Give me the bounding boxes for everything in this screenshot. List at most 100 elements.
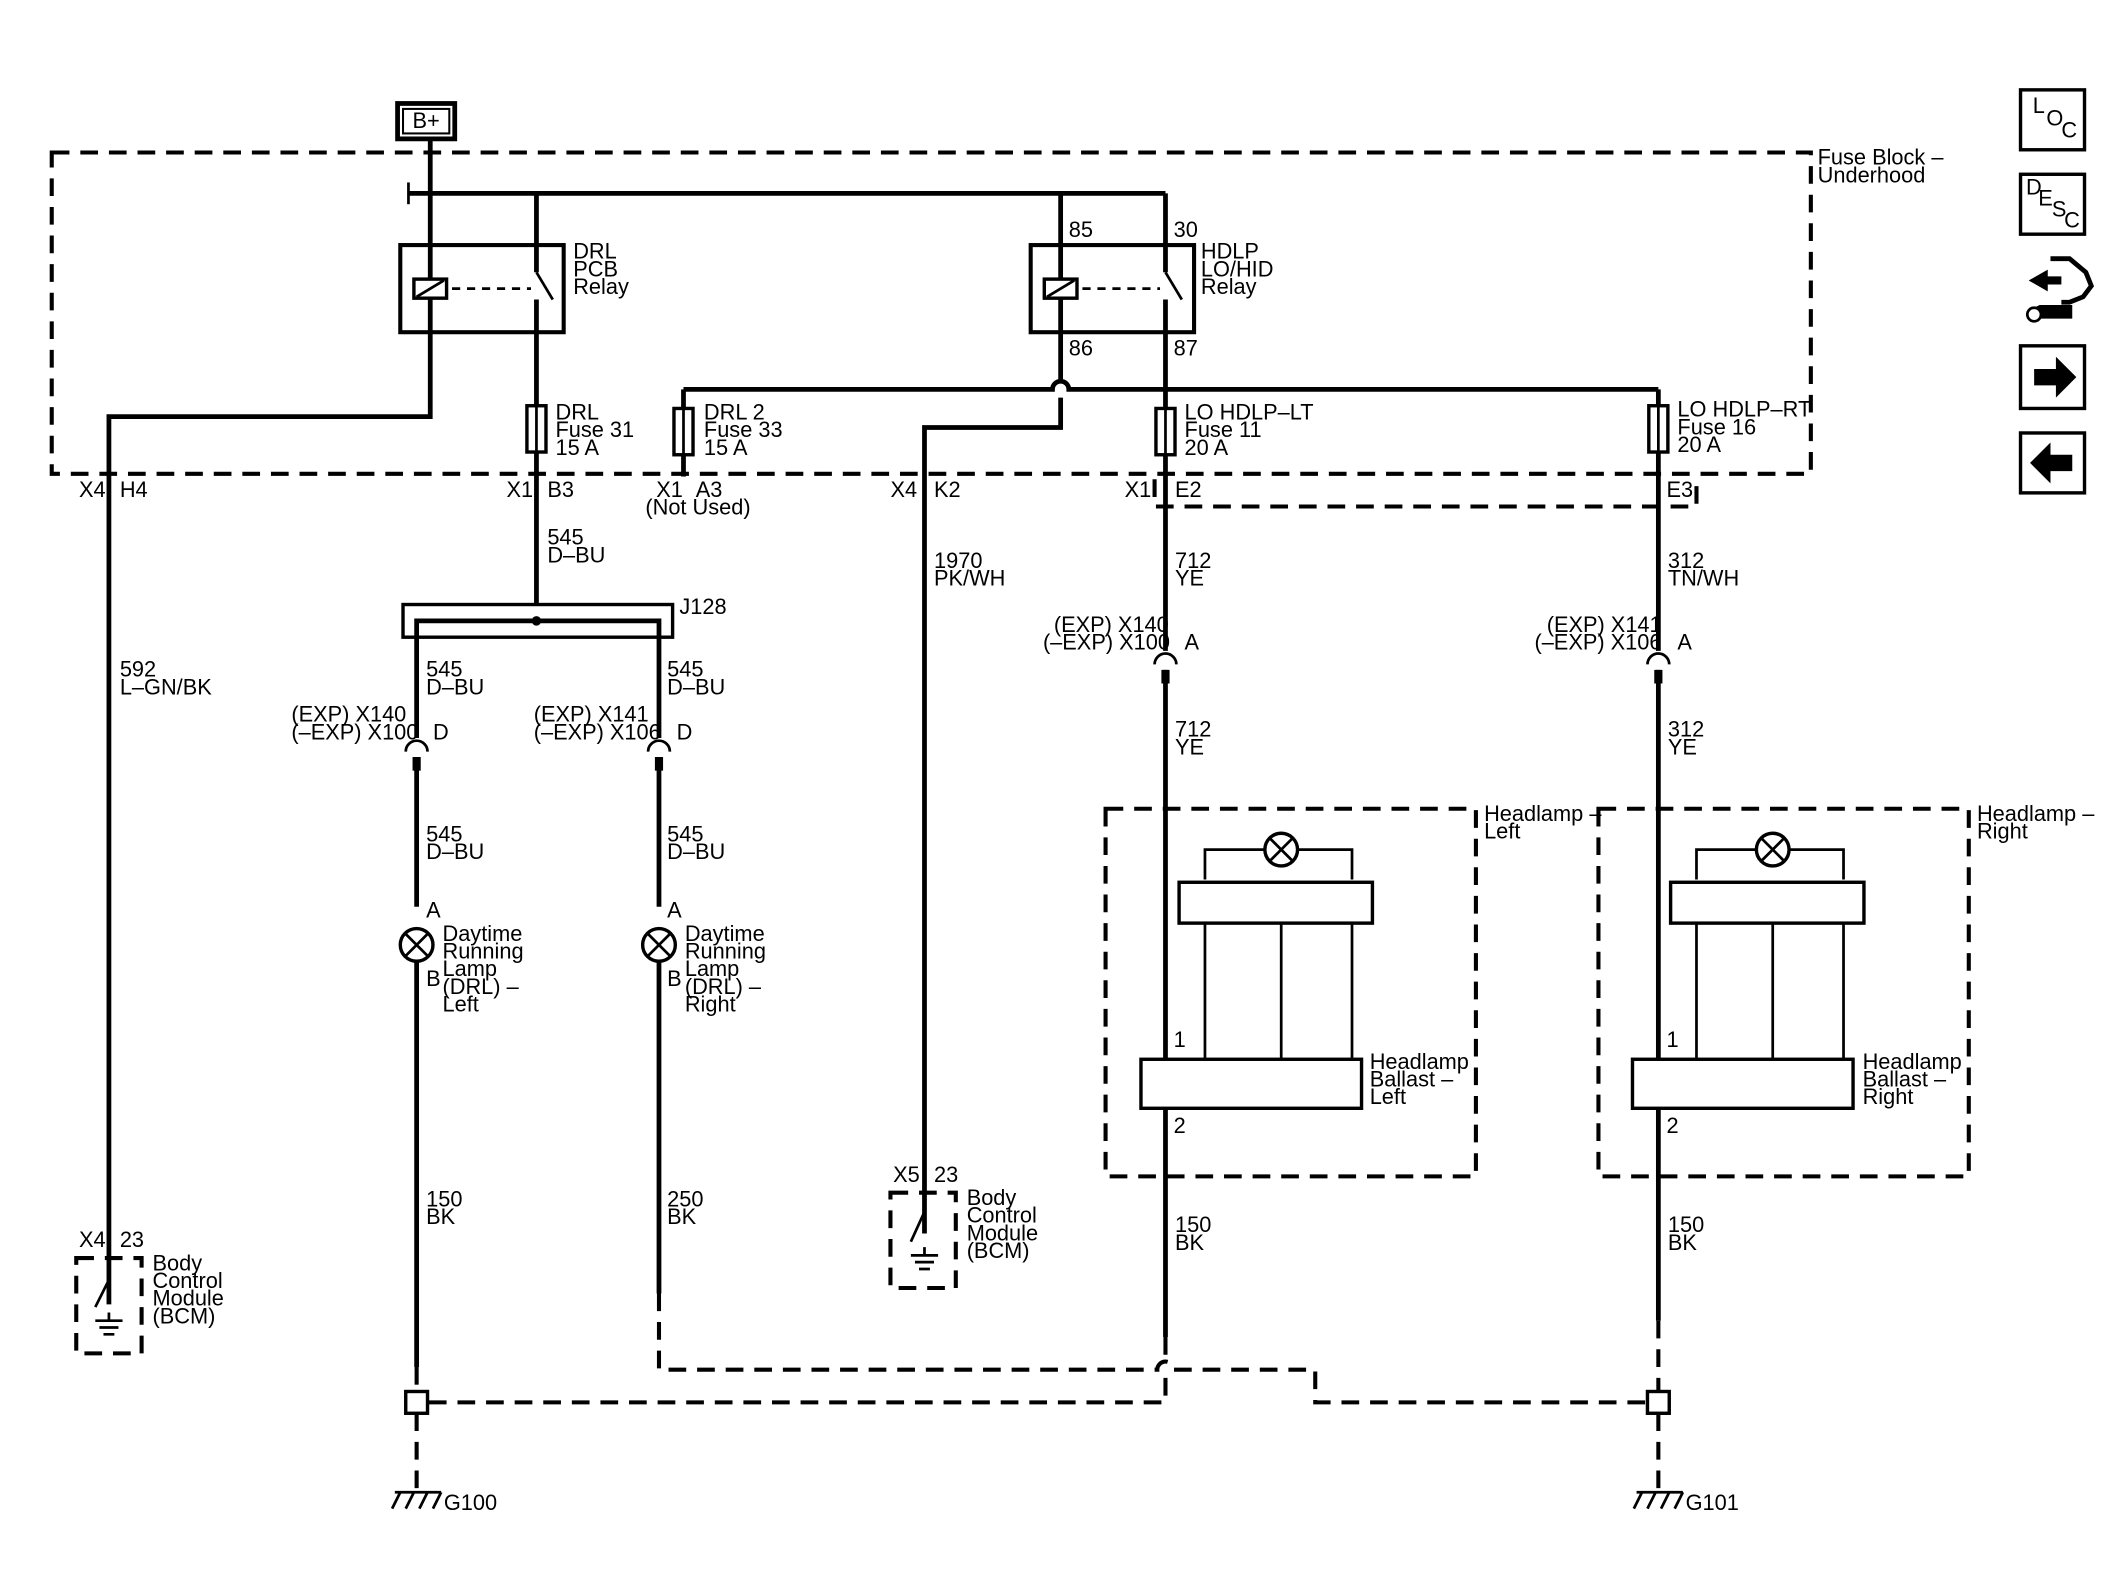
inline-x141-hr-2: (–EXP) X106 [1534,629,1661,654]
pin-k2: K2 [934,477,961,502]
fuse-33-label-1: DRL 2 [704,399,765,424]
conn-x4-k2: X4 [890,477,917,502]
bcm-middle-label-1: Body [967,1185,1017,1210]
loc-icon-l3: C [2061,118,2077,143]
hdlp-output-bus [683,378,1659,392]
connector-tool-icon [2025,256,2095,323]
pin-a3: A3 [696,477,723,502]
bcm-left-label-2: Control [152,1268,222,1293]
headlamp-left-title-1: Headlamp – [1484,801,1602,826]
desc-icon-l1: D [2026,175,2042,200]
conn-x1-e2: X1 [1125,477,1152,502]
conn-x1-a3: X1 [656,477,683,502]
connector-tool-button[interactable] [2025,256,2095,323]
desc-icon-l3: S [2052,196,2067,221]
inline-x140-hl-1: (EXP) X140 [1054,612,1169,637]
left-arrow-icon [2030,442,2073,484]
wire-1970-color: PK/WH [934,565,1005,590]
inline-connector-left [404,739,429,752]
wire-150-hl-color: BK [1175,1230,1205,1255]
bcm-left-label-3: Module [152,1286,223,1311]
drl-relay [398,243,566,335]
wire-545-l1-color: D–BU [426,674,484,699]
drl-right-label-3: Lamp [685,956,739,981]
fuse-31-label-1: DRL [556,399,600,424]
drl-right-label-1: Daytime [685,921,765,946]
pin-e3: E3 [1667,477,1694,502]
bcm-middle-pin: 23 [934,1162,958,1187]
fuse-block-outline [49,150,1813,476]
bcm-left-box [74,1256,144,1356]
ground-g100-icon [390,1490,443,1510]
drl-lamp-right [640,926,678,963]
wire-250-color: BK [667,1204,697,1229]
hdlp-pin-87: 87 [1174,335,1198,360]
wire-592-circuit: 592 [120,657,156,682]
headlamp-right-bulb [1668,831,1866,1060]
bcm-middle-label-3: Module [967,1220,1038,1245]
fuse-16-label-1: LO HDLP–RT [1677,397,1811,422]
wire-150-hr-circuit: 150 [1668,1212,1704,1237]
wire-312-1-circuit: 312 [1668,548,1704,573]
wire-312-2-circuit: 312 [1668,717,1704,742]
ballast-left-pin1: 1 [1174,1027,1186,1052]
fuse-11-label-2: Fuse 11 [1185,417,1262,442]
drl-left-label-5: Left [443,992,479,1017]
drl-right-label-4: (DRL) – [685,974,762,999]
headlamp-right-title-1: Headlamp – [1977,801,2095,826]
wire-1970-circuit: 1970 [934,548,982,573]
bcm-middle-label-2: Control [967,1203,1037,1228]
inline-x141-hr-1: (EXP) X141 [1547,612,1662,637]
wire-312-2-color: YE [1668,734,1697,759]
drl-left-label-4: (DRL) – [443,974,520,999]
fuse-31-label-2: Fuse 31 [556,417,635,442]
previous-page-button[interactable] [2018,431,2087,495]
ballast-left-label-3: Left [1370,1084,1406,1109]
headlamp-left-bulb [1177,831,1375,1060]
desc-icon-l2: E [2038,186,2053,211]
right-arrow-icon [2034,356,2077,398]
ballast-right-label-1: Headlamp [1863,1049,1962,1074]
wire-545-l2-color: D–BU [426,839,484,864]
headlamp-left-title-2: Left [1484,819,1520,844]
inline-x141-right-1: (EXP) X141 [534,702,649,727]
drl-left-label-3: Lamp [443,956,497,981]
hdlp-pin-30: 30 [1174,217,1198,242]
wire-150-hr-color: BK [1668,1230,1698,1255]
bcm-middle-conn: X5 [893,1162,920,1187]
bcm-left-label-1: Body [152,1250,202,1275]
ballast-right-pin2: 2 [1667,1113,1679,1138]
fuse-33-label-2: Fuse 33 [704,417,783,442]
headlamp-right-outline [1596,806,1971,1179]
next-page-button[interactable] [2018,344,2087,411]
loc-button[interactable]: L O C [2018,88,2087,152]
wire-712-2-color: YE [1175,734,1204,759]
headlamp-left-outline [1103,806,1478,1179]
drl-left-pin-b: B [426,966,441,991]
ground-g101-icon [1632,1490,1685,1510]
loc-icon-l1: L [2033,93,2045,118]
ballast-left-pin2: 2 [1174,1113,1186,1138]
a3-not-used: (Not Used) [645,495,750,520]
wire-545-l1-circuit: 545 [426,657,462,682]
drl-relay-label-3: Relay [573,274,629,299]
wire-545-r1-color: D–BU [667,674,725,699]
inline-x140-left-pin: D [433,719,449,744]
desc-button[interactable]: D E S C [2018,172,2087,236]
bcm-left-pin: 23 [120,1227,144,1252]
fuse-31-label-3: 15 A [556,435,600,460]
hdlp-relay-label-2: LO/HID [1201,256,1274,281]
conn-x1-b3: X1 [506,477,533,502]
wire-250-circuit: 250 [667,1186,703,1211]
battery-supply-label: B+ [413,108,440,133]
headlamp-left-ballast [1139,1057,1364,1110]
ballast-right-pin1: 1 [1667,1027,1679,1052]
ballast-right-label-2: Ballast – [1863,1067,1947,1092]
inline-x140-left-1: (EXP) X140 [291,702,406,727]
ground-junction-right [1645,1389,1671,1415]
pin-h4: H4 [120,477,148,502]
hdlp-relay-label-3: Relay [1201,274,1257,299]
headlamp-right-ballast [1630,1057,1855,1110]
wire-150-left-circuit: 150 [426,1186,462,1211]
bcm-left-label-4: (BCM) [152,1303,215,1328]
